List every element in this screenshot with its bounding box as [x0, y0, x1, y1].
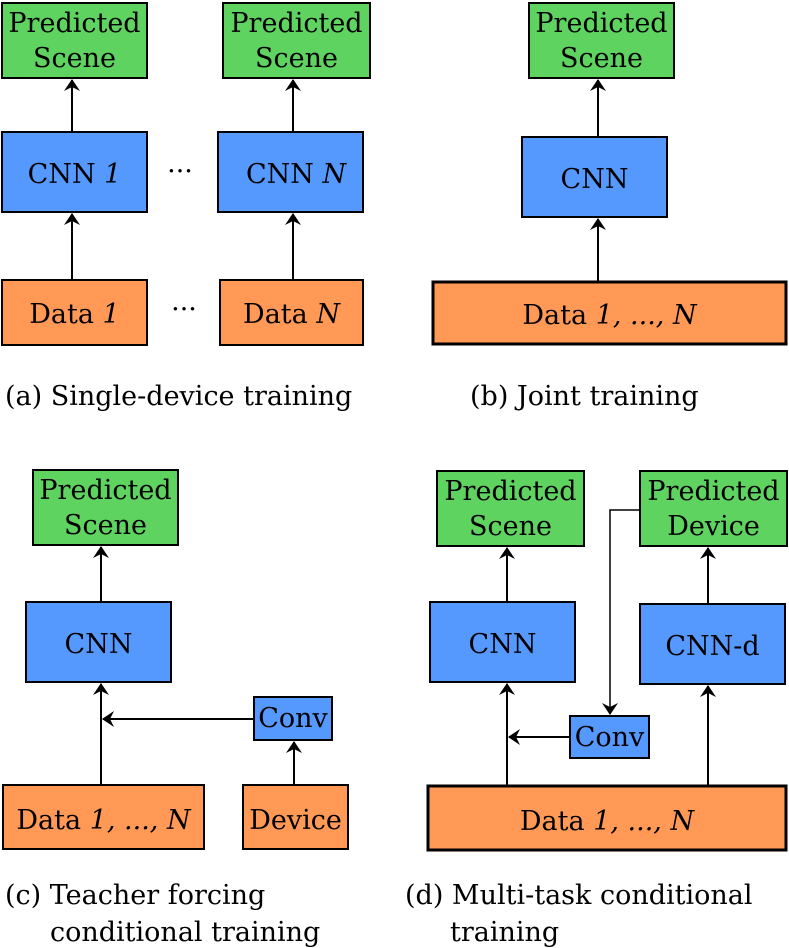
conv-label: Conv: [258, 703, 328, 734]
predicted-scene-label-line1: Predicted: [39, 475, 171, 506]
data-all-label: Data 1, ..., N: [522, 300, 698, 331]
predicted-scene-label-line2: Scene: [64, 510, 147, 541]
predicted-scene-label-line2: Scene: [560, 43, 643, 74]
predicted-scene-box-d: Predicted Scene: [436, 470, 585, 547]
cnn-label: CNN: [469, 629, 537, 660]
predicted-scene-box-c: Predicted Scene: [32, 469, 179, 546]
conv-box-d: Conv: [569, 715, 650, 759]
conv-label: Conv: [575, 722, 645, 753]
device-label: Device: [249, 805, 342, 836]
caption-d-line1: (d) Multi-task conditional: [405, 880, 753, 911]
predicted-device-label-line2: Device: [667, 511, 760, 542]
cnn-1-box: CNN 1: [1, 131, 148, 213]
predicted-scene-label-line1: Predicted: [8, 8, 140, 39]
predicted-scene-box-aN: Predicted Scene: [222, 2, 371, 79]
cnn-1-label: CNN 1: [28, 159, 122, 190]
cnn-d-label: CNN-d: [665, 631, 759, 662]
panel-a-single-device: Predicted Scene Predicted Scene CNN 1 CN…: [1, 2, 371, 412]
cnn-n-label: CNN N: [246, 159, 348, 190]
cnn-n-box: CNN N: [217, 131, 364, 213]
device-box-c: Device: [242, 784, 349, 850]
predicted-scene-box-b: Predicted Scene: [528, 2, 675, 79]
data-all-label: Data 1, ..., N: [520, 806, 696, 837]
cnn-d-box: CNN-d: [639, 603, 786, 685]
caption-d-line2: training: [450, 917, 559, 948]
data-1-label: Data 1: [29, 299, 119, 330]
predicted-scene-label-line1: Predicted: [230, 8, 362, 39]
panel-c-teacher-forcing: Predicted Scene CNN Conv Data 1, ..., N …: [2, 469, 349, 948]
caption-c-line1: (c) Teacher forcing: [5, 880, 265, 911]
panel-b-joint: Predicted Scene CNN Data 1, ..., N (b) J…: [431, 2, 788, 412]
data-all-box-b: Data 1, ..., N: [431, 280, 788, 346]
caption-b: (b) Joint training: [470, 381, 699, 412]
arrow-device-to-conv-d: [602, 509, 640, 715]
cnn-box-c: CNN: [25, 601, 172, 683]
data-1-box: Data 1: [1, 279, 148, 346]
ellipsis-cnn: ···: [167, 156, 193, 187]
data-n-label: Data N: [243, 299, 341, 330]
predicted-device-label-line1: Predicted: [647, 476, 779, 507]
data-all-box-c: Data 1, ..., N: [2, 784, 205, 850]
predicted-scene-label-line2: Scene: [255, 43, 338, 74]
conv-box-c: Conv: [253, 696, 333, 741]
predicted-scene-box-a1: Predicted Scene: [1, 2, 148, 79]
data-all-label: Data 1, ..., N: [16, 805, 192, 836]
cnn-label: CNN: [561, 164, 629, 195]
data-n-box: Data N: [219, 279, 364, 346]
cnn-box-b: CNN: [521, 136, 668, 218]
cnn-box-d: CNN: [429, 601, 576, 683]
predicted-scene-label-line2: Scene: [33, 43, 116, 74]
panel-d-multi-task: Predicted Scene Predicted Device CNN CNN…: [405, 470, 788, 948]
predicted-scene-label-line1: Predicted: [535, 8, 667, 39]
caption-a: (a) Single-device training: [5, 381, 352, 412]
predicted-scene-label-line1: Predicted: [444, 476, 576, 507]
ellipsis-data: ···: [171, 294, 197, 325]
data-all-box-d: Data 1, ..., N: [426, 784, 788, 852]
predicted-scene-label-line2: Scene: [469, 511, 552, 542]
caption-c-line2: conditional training: [50, 917, 320, 948]
predicted-device-box-d: Predicted Device: [639, 470, 788, 547]
cnn-label: CNN: [65, 629, 133, 660]
